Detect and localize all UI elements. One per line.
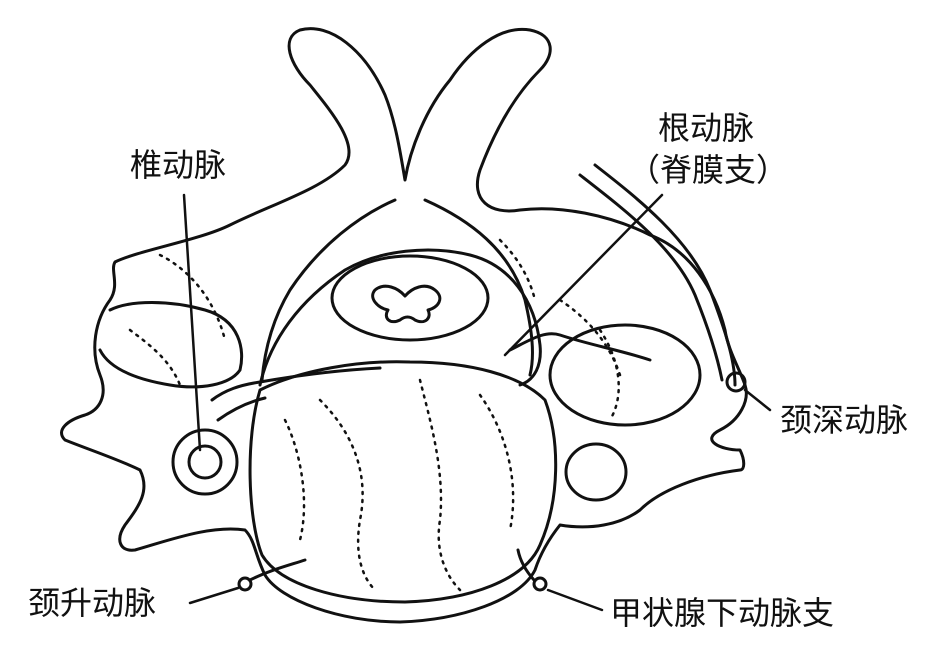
vertebral-canal xyxy=(258,248,542,387)
leader-inferior-thyroid-branch xyxy=(546,588,604,612)
articular-process-right xyxy=(548,323,702,427)
ascending-cervical-artery-vessel xyxy=(237,576,253,592)
leader-deep-cervical-artery xyxy=(743,388,772,412)
leader-radicular-artery xyxy=(503,193,664,357)
label-deep-cervical-artery: 颈深动脉 xyxy=(780,401,909,439)
leader-ascending-cervical-artery xyxy=(188,586,240,605)
meningeal-branch-vessel xyxy=(508,332,652,362)
vertebral-branch-vessel xyxy=(210,366,382,402)
transverse-foramen-right xyxy=(564,442,628,502)
label-radicular-artery-branch: （脊膜支） xyxy=(628,151,789,189)
inferior-thyroid-branch-vessel xyxy=(532,576,548,592)
vertebra-outline xyxy=(60,27,748,624)
spinal-cord xyxy=(330,254,490,342)
label-inferior-thyroid-branch: 甲状腺下动脉支 xyxy=(610,594,835,632)
vertebral-branch-vessel-2 xyxy=(216,396,267,422)
dotted-structures xyxy=(128,238,622,592)
transverse-foramen-left xyxy=(171,428,239,496)
vertebral-body xyxy=(248,360,558,604)
leader-lines xyxy=(182,193,772,612)
thyroid-branch-vessel xyxy=(516,548,536,582)
vertebral-artery-vessel xyxy=(187,444,223,480)
ascending-branch-vessel xyxy=(248,558,307,582)
label-vertebral-artery: 椎动脉 xyxy=(130,146,227,184)
deep-cervical-vessel xyxy=(593,163,737,387)
deep-cervical-artery-vessel xyxy=(725,371,747,393)
deep-cervical-vessel-inner xyxy=(578,173,724,382)
articular-process-left xyxy=(98,301,244,389)
label-radicular-artery: 根动脉 xyxy=(658,109,755,147)
label-ascending-cervical-artery: 颈升动脉 xyxy=(28,584,157,622)
leader-vertebral-artery xyxy=(182,193,202,452)
lamina-line-left xyxy=(260,198,397,382)
lamina-line-right xyxy=(423,198,534,377)
grey-matter xyxy=(371,284,442,324)
